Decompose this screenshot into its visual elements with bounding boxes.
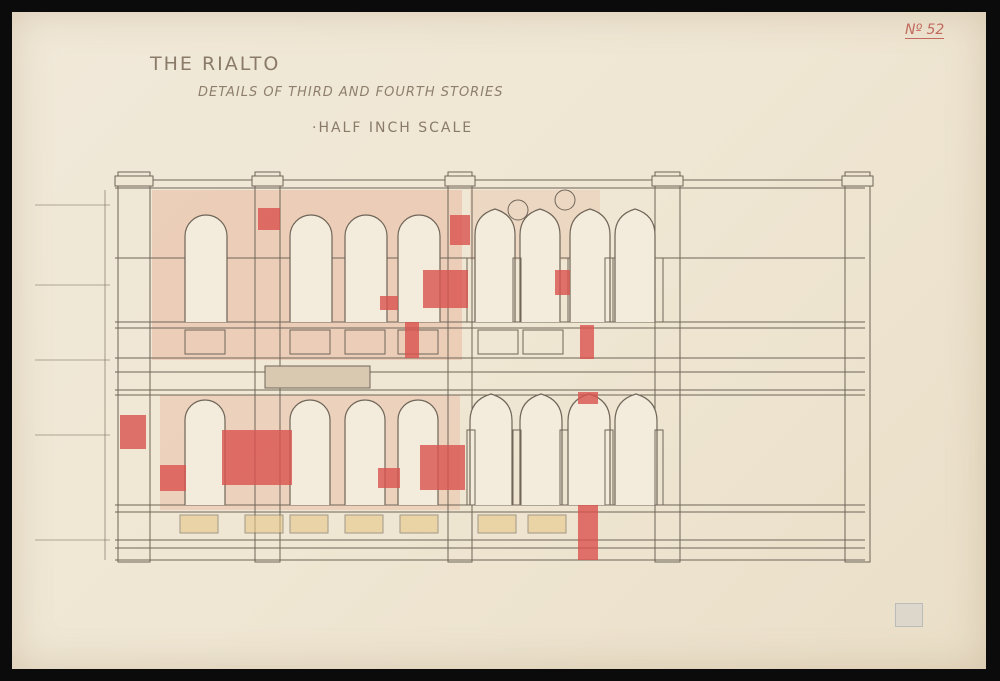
red-highlight-area bbox=[578, 505, 598, 560]
column bbox=[654, 429, 664, 506]
lower-gothic-arch bbox=[469, 393, 513, 505]
red-highlight-area bbox=[578, 392, 598, 404]
red-highlight-area bbox=[555, 270, 570, 295]
upper-gothic-arch bbox=[519, 208, 561, 322]
red-highlight-area bbox=[423, 270, 468, 308]
lower-gothic-arch bbox=[567, 393, 611, 505]
pier-capital bbox=[841, 175, 874, 187]
balcony-balustrade bbox=[289, 329, 331, 355]
pier-capital bbox=[651, 175, 684, 187]
red-highlight-area bbox=[160, 465, 186, 491]
upper-gothic-arch bbox=[614, 208, 656, 322]
rose-window bbox=[507, 199, 529, 221]
base-panel bbox=[244, 514, 284, 534]
lower-round-arch bbox=[289, 399, 331, 505]
column bbox=[512, 257, 522, 323]
pier bbox=[447, 171, 473, 563]
upper-gothic-arch bbox=[569, 208, 611, 322]
base-panel bbox=[527, 514, 567, 534]
upper-round-arch bbox=[344, 214, 388, 322]
column bbox=[466, 257, 476, 323]
pier-capital bbox=[444, 175, 476, 187]
red-highlight-area bbox=[580, 325, 594, 359]
balcony-balustrade bbox=[522, 329, 564, 355]
scale-note: ·HALF INCH SCALE bbox=[312, 120, 474, 136]
drawing-subtitle: DETAILS OF THIRD AND FOURTH STORIES bbox=[198, 85, 504, 100]
base-panel bbox=[289, 514, 329, 534]
red-highlight-area bbox=[120, 415, 146, 449]
drawing-title: THE RIALTO bbox=[150, 53, 281, 75]
red-highlight-area bbox=[222, 430, 292, 485]
column bbox=[654, 257, 664, 323]
base-panel bbox=[399, 514, 439, 534]
balcony-balustrade bbox=[344, 329, 386, 355]
column bbox=[604, 257, 614, 323]
carved-frieze-panel bbox=[264, 365, 371, 389]
pier bbox=[117, 171, 151, 563]
pier bbox=[654, 171, 681, 563]
red-highlight-area bbox=[420, 445, 465, 490]
red-highlight-area bbox=[405, 322, 419, 358]
red-highlight-area bbox=[258, 208, 280, 230]
red-highlight-area bbox=[380, 296, 398, 310]
base-panel bbox=[344, 514, 384, 534]
rose-window bbox=[554, 189, 576, 211]
column bbox=[604, 429, 614, 506]
lower-gothic-arch bbox=[614, 393, 658, 505]
red-highlight-area bbox=[378, 468, 400, 488]
balcony-balustrade bbox=[477, 329, 519, 355]
column bbox=[559, 429, 569, 506]
upper-gothic-arch bbox=[474, 208, 516, 322]
upper-round-arch bbox=[184, 214, 228, 322]
pier bbox=[844, 171, 871, 563]
red-highlight-area bbox=[450, 215, 470, 245]
column bbox=[466, 429, 476, 506]
column bbox=[512, 429, 522, 506]
pier-capital bbox=[251, 175, 284, 187]
balcony-balustrade bbox=[184, 329, 226, 355]
base-panel bbox=[179, 514, 219, 534]
lower-round-arch bbox=[184, 399, 226, 505]
lower-round-arch bbox=[344, 399, 386, 505]
upper-round-arch bbox=[289, 214, 333, 322]
sheet-number: Nº 52 bbox=[905, 22, 945, 39]
archive-stamp bbox=[895, 603, 923, 627]
base-panel bbox=[477, 514, 517, 534]
pier-capital bbox=[114, 175, 154, 187]
lower-gothic-arch bbox=[519, 393, 563, 505]
